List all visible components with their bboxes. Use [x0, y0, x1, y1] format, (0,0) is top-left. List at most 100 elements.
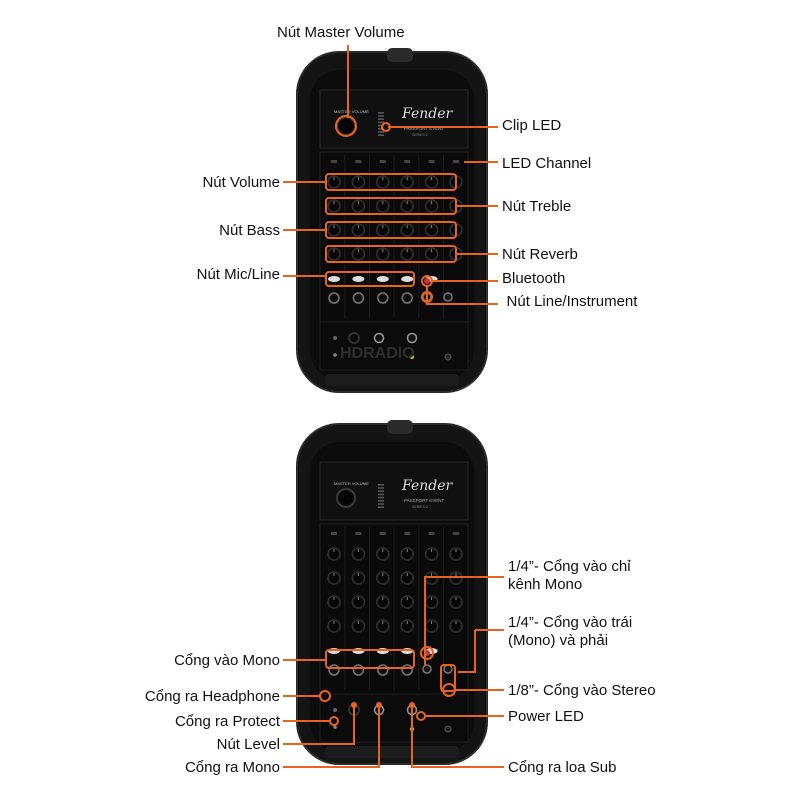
channel-knob: [400, 595, 414, 609]
speaker-base: [325, 374, 459, 386]
label-line-instrument: Nút Line/Instrument: [506, 293, 638, 310]
clip-meter-segment: [378, 500, 384, 502]
label-level-knob: Nút Level: [216, 736, 280, 753]
channel-knob: [424, 223, 439, 237]
aux-jack-right: [443, 664, 453, 674]
channel-knob: [327, 175, 341, 189]
callout-level-knob: [283, 705, 355, 745]
channel-knob: [400, 247, 414, 261]
channel-knob: [351, 199, 366, 213]
channel-knob: [351, 571, 366, 585]
model-name: PASSPORT EVENT: [404, 126, 445, 131]
channel-knob: [424, 199, 439, 213]
series-name: SERIES 2: [412, 133, 428, 137]
power-led: [410, 355, 414, 359]
bluetooth-led: [424, 278, 430, 284]
channel-knob: [400, 547, 414, 561]
channel-led: [355, 532, 362, 535]
clip-meter-segment: [378, 112, 384, 114]
label-clip-led: Clip LED: [502, 117, 562, 134]
channel-led: [379, 532, 386, 535]
headphone-jack: [333, 336, 337, 340]
input-jack-hole: [405, 296, 410, 300]
callout-ring-master: [335, 115, 357, 137]
master-volume-knob: [336, 488, 356, 508]
label-input-left-right: 1/4”- Cổng vào trái (Mono) và phải: [508, 614, 633, 649]
clip-meter-segment: [378, 134, 384, 136]
callout-dot-sub-out: [409, 702, 415, 708]
channel-knob: [400, 199, 414, 213]
input-jack-hole: [356, 668, 361, 672]
channel-knob: [400, 571, 414, 585]
callout-ring-mono-only: [420, 646, 434, 660]
channel-knob: [351, 223, 366, 237]
mic-line-switch: [328, 276, 340, 282]
clip-meter-segment: [378, 496, 384, 499]
mic-line-switch: [352, 276, 365, 282]
clip-meter-segment: [378, 503, 384, 505]
input-jack-hole: [332, 296, 336, 300]
channel-led: [453, 532, 459, 535]
label-headphone-out: Cổng ra Headphone: [144, 688, 280, 705]
output-panel: [319, 693, 469, 743]
carry-handle: [387, 420, 413, 434]
label-master-volume: Nút Master Volume: [277, 24, 405, 41]
mic-line-switch: [376, 276, 389, 282]
input-jack-hole: [405, 668, 410, 672]
series-name: SERIES 2: [412, 505, 428, 509]
fender-logo: Fender: [401, 106, 453, 122]
bt-pair-button: [444, 353, 452, 361]
input-jack-hole: [356, 296, 361, 300]
aux-jack-right: [443, 292, 453, 302]
input-jack-hole: [381, 668, 385, 672]
clip-meter-segment: [378, 124, 384, 127]
label-input-mono-only: 1/4”- Cổng vào chỉ kênh Mono: [508, 558, 631, 593]
callout-dot-level: [351, 702, 357, 708]
channel-knob: [449, 547, 463, 561]
level-knob: [348, 332, 360, 344]
channel-knob: [376, 547, 390, 561]
label-led-channel: LED Channel: [502, 155, 592, 172]
callout-ring-line-instrument: [421, 291, 433, 303]
sub-out-jack: [406, 332, 418, 344]
channel-knob: [424, 175, 439, 189]
channel-knob: [351, 175, 366, 189]
aux-jack: [422, 664, 432, 674]
channel-knob: [376, 199, 390, 213]
master-volume-caption: MASTER VOLUME: [334, 109, 369, 114]
label-mic-line: Nút Mic/Line: [196, 266, 280, 283]
channel-knob: [376, 571, 390, 585]
channel-led: [428, 160, 435, 163]
channel-knob: [351, 619, 366, 633]
label-stereo-input: 1/8”- Cổng vào Stereo: [508, 682, 656, 699]
callout-box-mic-line: [325, 271, 415, 287]
channel-knob: [400, 175, 414, 189]
input-jack-hole: [332, 668, 336, 672]
label-treble: Nút Treble: [502, 198, 572, 215]
watermark-text: HDRADIO: [340, 345, 415, 362]
label-mono-out: Cổng ra Mono: [184, 759, 280, 776]
master-volume-caption: MASTER VOLUME: [334, 481, 369, 486]
clip-meter-segment: [378, 490, 384, 492]
channel-knob: [327, 571, 341, 585]
callout-input-left-right: [458, 630, 476, 673]
channel-knob: [449, 595, 463, 609]
channel-knob: [327, 547, 341, 561]
clip-meter-segment: [378, 115, 384, 117]
mic-line-switch: [401, 276, 414, 282]
channel-led: [355, 160, 362, 163]
protect-led: [333, 353, 337, 357]
master-volume-knob: [336, 116, 356, 136]
channel-knob: [376, 223, 390, 237]
channel-knob: [327, 223, 341, 237]
label-sub-out: Cổng ra loa Sub: [508, 759, 617, 776]
channel-knob: [400, 619, 414, 633]
channel-led: [453, 160, 459, 163]
channel-knob: [376, 595, 390, 609]
input-jack-hole: [381, 296, 385, 300]
label-mono-input: Cổng vào Mono: [174, 652, 280, 669]
